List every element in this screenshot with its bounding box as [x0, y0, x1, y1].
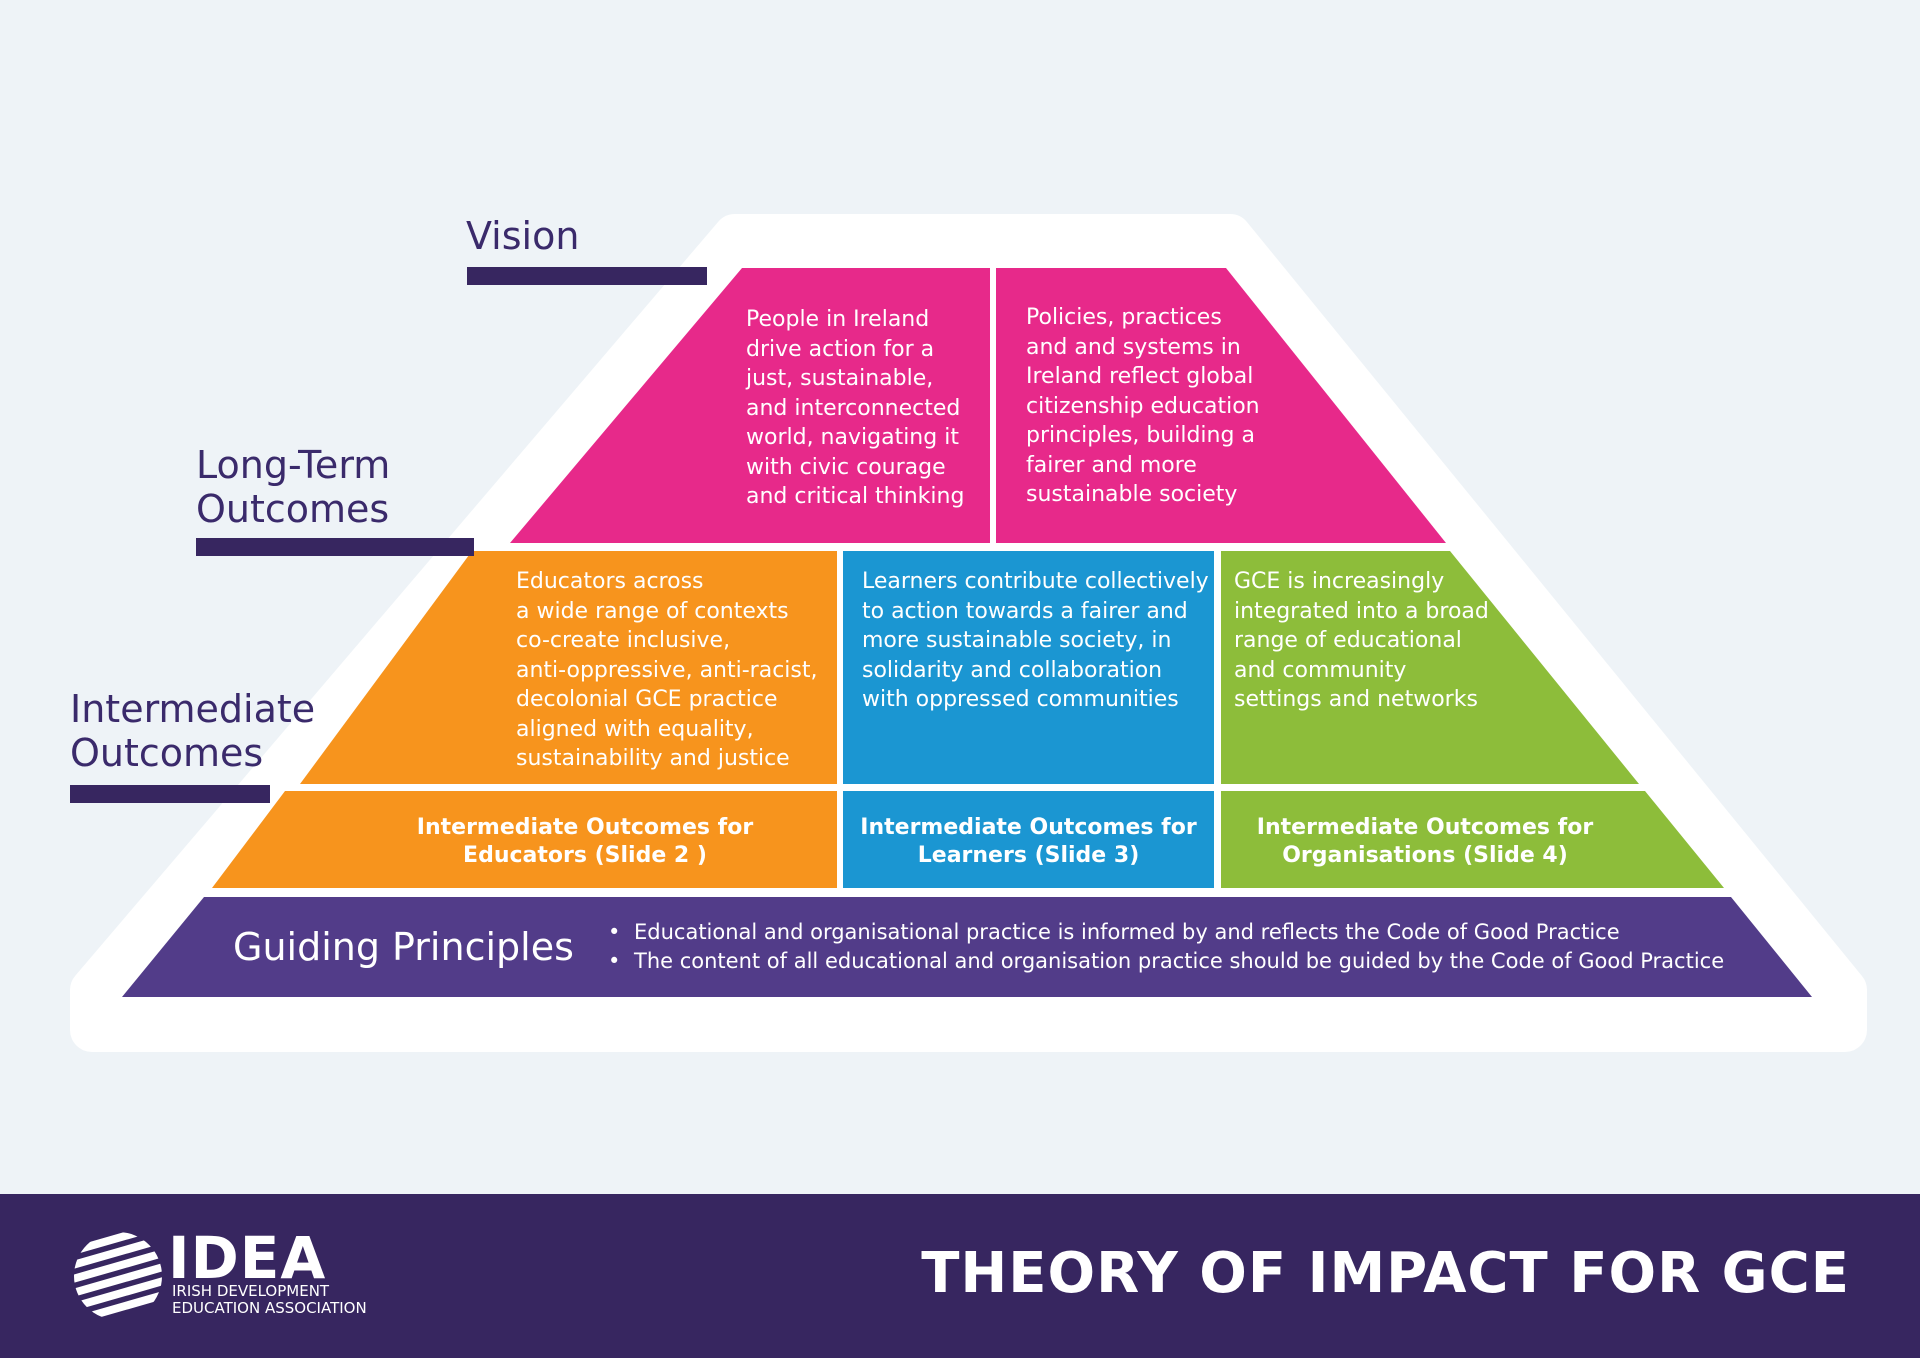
level-bar-intermediate — [70, 785, 270, 803]
guiding-principles-title: Guiding Principles — [233, 925, 574, 969]
pyramid-diagram — [70, 214, 1867, 1052]
learners-sub-box — [843, 791, 1214, 888]
idea-stripes-logo-icon — [74, 1232, 162, 1320]
logo-wordmark: IDEA — [168, 1224, 327, 1292]
educators-sub-link[interactable]: Intermediate Outcomes for Educators (Sli… — [416, 815, 754, 868]
guiding-principle-item: Educational and organisational practice … — [604, 918, 1724, 947]
vision-left-text: People in Ireland drive action for a jus… — [746, 307, 965, 509]
level-label-vision: Vision — [466, 214, 580, 258]
page-title: THEORY OF IMPACT FOR GCE — [921, 1241, 1850, 1306]
logo-subtitle: IRISH DEVELOPMENT EDUCATION ASSOCIATION — [172, 1282, 367, 1317]
educators-sub-box — [212, 791, 837, 888]
level-label-long-term: Long-Term Outcomes — [196, 443, 391, 531]
organisations-sub-box — [1221, 791, 1724, 888]
learners-outcome-text: Learners contribute collectively to acti… — [862, 569, 1209, 712]
organisations-outcome-box — [1221, 551, 1639, 784]
learners-outcome-box — [843, 551, 1214, 784]
organisations-sub-link[interactable]: Intermediate Outcomes for Organisations … — [1256, 815, 1594, 868]
guiding-principles-list: Educational and organisational practice … — [604, 918, 1724, 976]
guiding-principle-item: The content of all educational and organ… — [604, 947, 1724, 976]
footer-bar: IDEA IRISH DEVELOPMENT EDUCATION ASSOCIA… — [0, 1194, 1920, 1358]
vision-box-right — [996, 268, 1446, 543]
educators-outcome-text: Educators across a wide range of context… — [516, 569, 818, 771]
organisations-outcome-text: GCE is increasingly integrated into a br… — [1234, 569, 1489, 712]
level-bar-vision — [467, 267, 707, 285]
vision-box-left — [510, 268, 990, 543]
educators-outcome-box — [300, 551, 837, 784]
level-label-intermediate: Intermediate Outcomes — [70, 687, 316, 775]
vision-right-text: Policies, practices and and systems in I… — [1026, 305, 1260, 507]
level-bar-long-term — [196, 538, 474, 556]
learners-sub-link[interactable]: Intermediate Outcomes for Learners (Slid… — [860, 815, 1197, 868]
